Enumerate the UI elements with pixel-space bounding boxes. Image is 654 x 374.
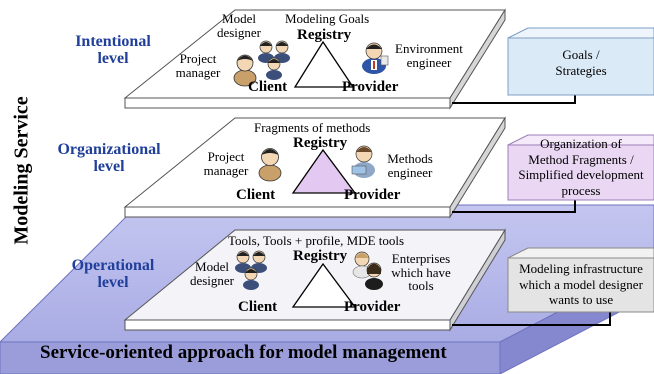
bottom-title: Service-oriented approach for model mana… — [40, 342, 447, 363]
organizational-triangle — [291, 148, 357, 194]
operational-plate-side — [449, 228, 506, 332]
operational-registry-label: Registry — [293, 248, 348, 264]
intentional-client-label: Client — [248, 79, 288, 95]
operational-level-label: Operational level — [71, 257, 155, 291]
modeling-service-label: Modeling Service — [10, 96, 33, 245]
methods-engineer-label: Methods engineer — [387, 151, 433, 180]
operational-connector — [452, 312, 611, 326]
goals-box-top — [507, 27, 654, 39]
intentional-plate-side — [449, 8, 506, 110]
intentional-provider-label: Provider — [342, 79, 399, 95]
infrastructure-box-text: Modeling infrastructure which a model de… — [519, 261, 643, 308]
intentional-registry-label: Registry — [297, 27, 352, 43]
environment-engineer-label: Environment engineer — [395, 41, 463, 70]
person-icon — [233, 54, 257, 87]
goals-box — [507, 37, 654, 96]
intentional-triangle — [293, 40, 355, 88]
organizational-registry-label: Registry — [293, 135, 348, 151]
intentional-level-label: Intentional level — [75, 33, 151, 67]
organizational-level-label: Organizational level — [57, 141, 161, 175]
operational-model-designer-label: Model designer — [189, 259, 235, 288]
engineer-icon — [351, 145, 375, 178]
organizational-plate-side — [449, 116, 506, 219]
intentional-plate-front — [124, 97, 451, 109]
organizational-project-manager-label: Project manager — [203, 149, 249, 178]
organizational-provider-label: Provider — [344, 187, 401, 203]
women-pair-icon — [352, 251, 383, 290]
tools-label: Tools, Tools + profile, MDE tools — [228, 233, 405, 248]
base-platform-front — [0, 341, 501, 374]
organizational-client-label: Client — [236, 187, 276, 203]
operational-client-label: Client — [238, 299, 278, 315]
group-icon — [258, 40, 290, 80]
model-designer-label: Model designer — [216, 11, 262, 40]
organization-box — [507, 144, 654, 201]
fragments-of-methods-label: Fragments of methods — [254, 120, 371, 135]
person-icon — [258, 148, 282, 182]
enterprises-label: Enterprises which have tools — [391, 251, 451, 294]
group-icon — [235, 250, 267, 290]
operational-provider-label: Provider — [344, 299, 401, 315]
engineer-icon — [362, 42, 389, 74]
organizational-plate-front — [124, 206, 451, 218]
infrastructure-box-top — [507, 247, 654, 259]
infrastructure-box — [507, 257, 654, 313]
operational-triangle — [291, 262, 357, 308]
goals-box-text: Goals / Strategies — [555, 47, 607, 78]
organizational-connector — [452, 200, 576, 213]
intentional-project-manager-label: Project manager — [175, 51, 221, 80]
modeling-goals-label: Modeling Goals — [285, 11, 370, 26]
operational-plate-front — [124, 319, 451, 331]
organization-box-text: Organization of Method Fragments / Simpl… — [518, 136, 644, 198]
